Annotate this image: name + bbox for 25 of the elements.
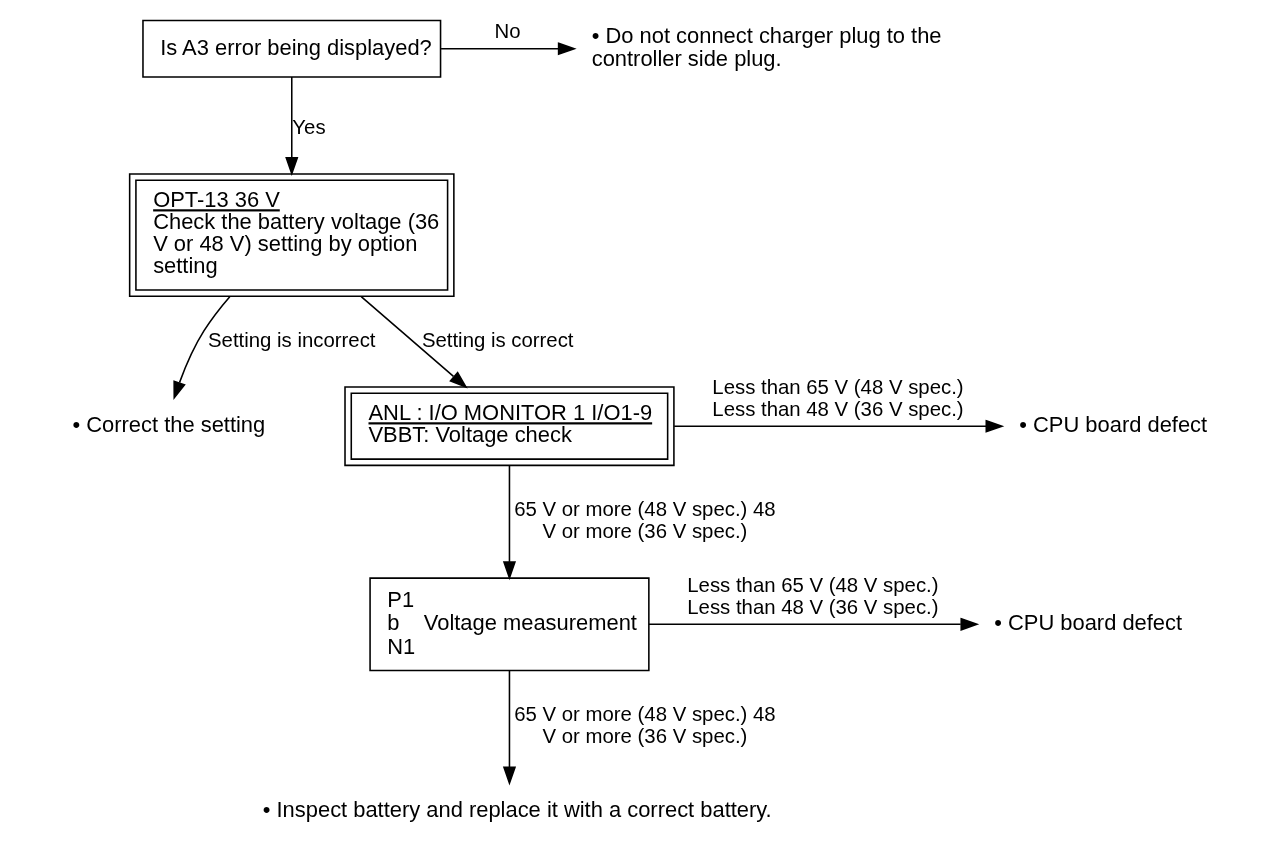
edge-label: 65 V or more (48 V spec.) 48 V or more (36 V spec.) <box>513 703 776 748</box>
edge-label: Less than 65 V (48 V spec.) Less than 48 V (36 V spec.) <box>711 375 964 420</box>
node-box: P1 b Voltage measurement N1 <box>368 577 650 672</box>
edge-label: Setting is correct <box>421 328 574 351</box>
node-text: • CPU board defect <box>993 610 1182 636</box>
edge-label: Setting is incorrect <box>207 328 375 351</box>
edge-label: No <box>493 20 521 43</box>
arrow <box>502 464 516 581</box>
node-text: • Correct the setting <box>71 412 265 438</box>
arrow <box>359 295 468 389</box>
edge-label: 65 V or more (48 V spec.) 48 V or more (36 V spec.) <box>513 498 776 543</box>
arrow <box>647 617 979 631</box>
node-text: • CPU board defect <box>1018 412 1207 438</box>
arrow <box>284 76 298 176</box>
node-box: OPT-13 36 V Check the battery voltage (36 V or 48 V) setting by option setting <box>128 173 455 297</box>
node-text: • Inspect battery and replace it with a correct battery. <box>262 797 772 823</box>
arrow <box>172 295 231 401</box>
node-text: • Do not connect charger plug to the controller side plug. <box>591 22 942 72</box>
arrow <box>439 42 577 56</box>
edge-label: Less than 65 V (48 V spec.) Less than 48 V (36 V spec.) <box>686 574 939 618</box>
node-box: Is A3 error being displayed? <box>141 19 441 78</box>
arrow <box>672 419 1004 433</box>
node-box: ANL : I/O MONITOR 1 I/O1-9 VBBT: Voltage check <box>343 386 675 467</box>
edge-label: Yes <box>291 115 326 138</box>
arrow <box>502 670 516 786</box>
